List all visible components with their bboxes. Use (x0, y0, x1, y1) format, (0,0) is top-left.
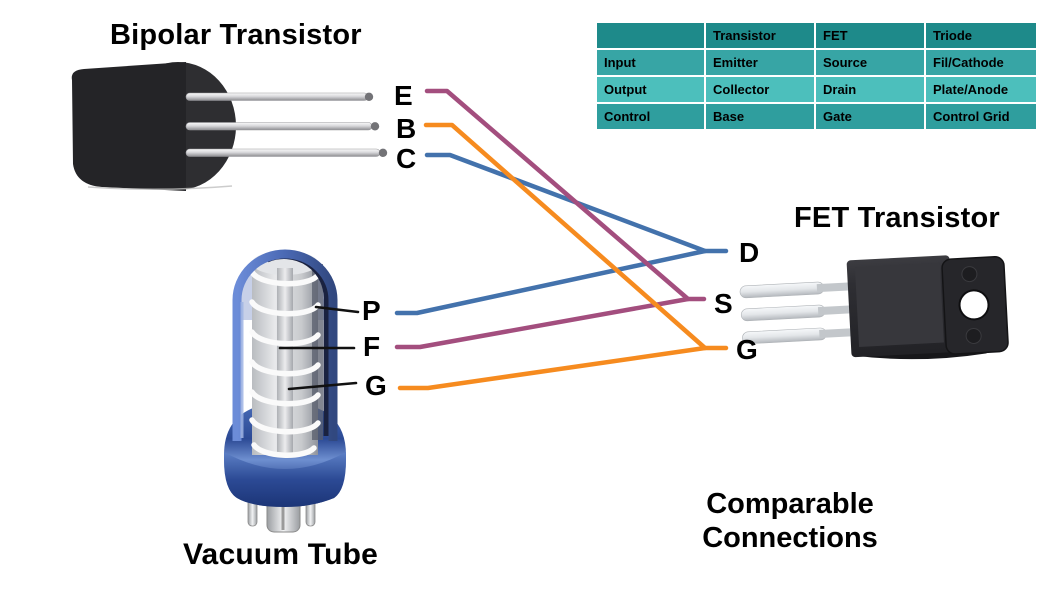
table-header-row: Transistor FET Triode (595, 21, 1038, 50)
wire-base-to-gate (423, 122, 729, 351)
fet-lead-group (739, 281, 856, 345)
pin-label-filament: F (363, 331, 381, 362)
table-cell: Control Grid (924, 102, 1038, 131)
table-cell: Control (595, 102, 706, 131)
pin-label-gate: G (736, 334, 758, 365)
table-cell: Source (814, 48, 926, 77)
wire-filament-to-source (394, 296, 691, 350)
fet-transistor-illustration (739, 255, 1009, 360)
tube-grid-coil (249, 269, 321, 458)
table-cell: Transistor (704, 21, 816, 50)
table-row-output: Output Collector Drain Plate/Anode (595, 75, 1038, 104)
connection-wires (394, 88, 729, 391)
wire-emitter-to-source (424, 88, 707, 302)
pointer-plate (314, 305, 360, 314)
table-cell: Base (704, 102, 816, 131)
table-cell: Fil/Cathode (924, 48, 1038, 77)
bipolar-transistor-title: Bipolar Transistor (110, 19, 362, 51)
wire-grid-to-gate (397, 345, 708, 391)
table-cell: Collector (704, 75, 816, 104)
table-row-input: Input Emitter Source Fil/Cathode (595, 48, 1038, 77)
table-row-control: Control Base Gate Control Grid (595, 102, 1038, 131)
bipolar-lead-base (185, 122, 380, 131)
table-cell: Input (595, 48, 706, 77)
wire-plate-to-drain (394, 248, 708, 316)
table-cell (595, 21, 706, 50)
bipolar-lead-emitter (185, 92, 374, 102)
fet-transistor-title: FET Transistor (794, 202, 1000, 234)
comparable-connections-caption: Comparable Connections (702, 488, 878, 554)
comparison-table: Transistor FET Triode Input Emitter Sour… (595, 21, 1038, 131)
pointer-grid (287, 381, 358, 391)
vacuum-tube-title: Vacuum Tube (183, 538, 379, 571)
pin-label-plate: P (362, 295, 381, 326)
pin-label-drain: D (739, 237, 760, 268)
vacuum-tube-illustration (224, 249, 346, 533)
table-cell: Plate/Anode (924, 75, 1038, 104)
table-cell: Gate (814, 102, 926, 131)
bipolar-lead-collector (185, 148, 388, 157)
pin-label-base: B (396, 113, 417, 144)
bipolar-transistor-illustration (71, 62, 388, 191)
table-cell: Emitter (704, 48, 816, 77)
table-cell: Output (595, 75, 706, 104)
table-cell: Triode (924, 21, 1038, 50)
pin-label-source: S (714, 288, 733, 319)
pin-label-collector: C (396, 143, 417, 174)
table-cell: FET (814, 21, 926, 50)
table-cell: Drain (814, 75, 926, 104)
pin-label-emitter: E (394, 80, 413, 111)
pin-label-grid: G (365, 370, 387, 401)
tube-pointer-lines (278, 305, 360, 391)
